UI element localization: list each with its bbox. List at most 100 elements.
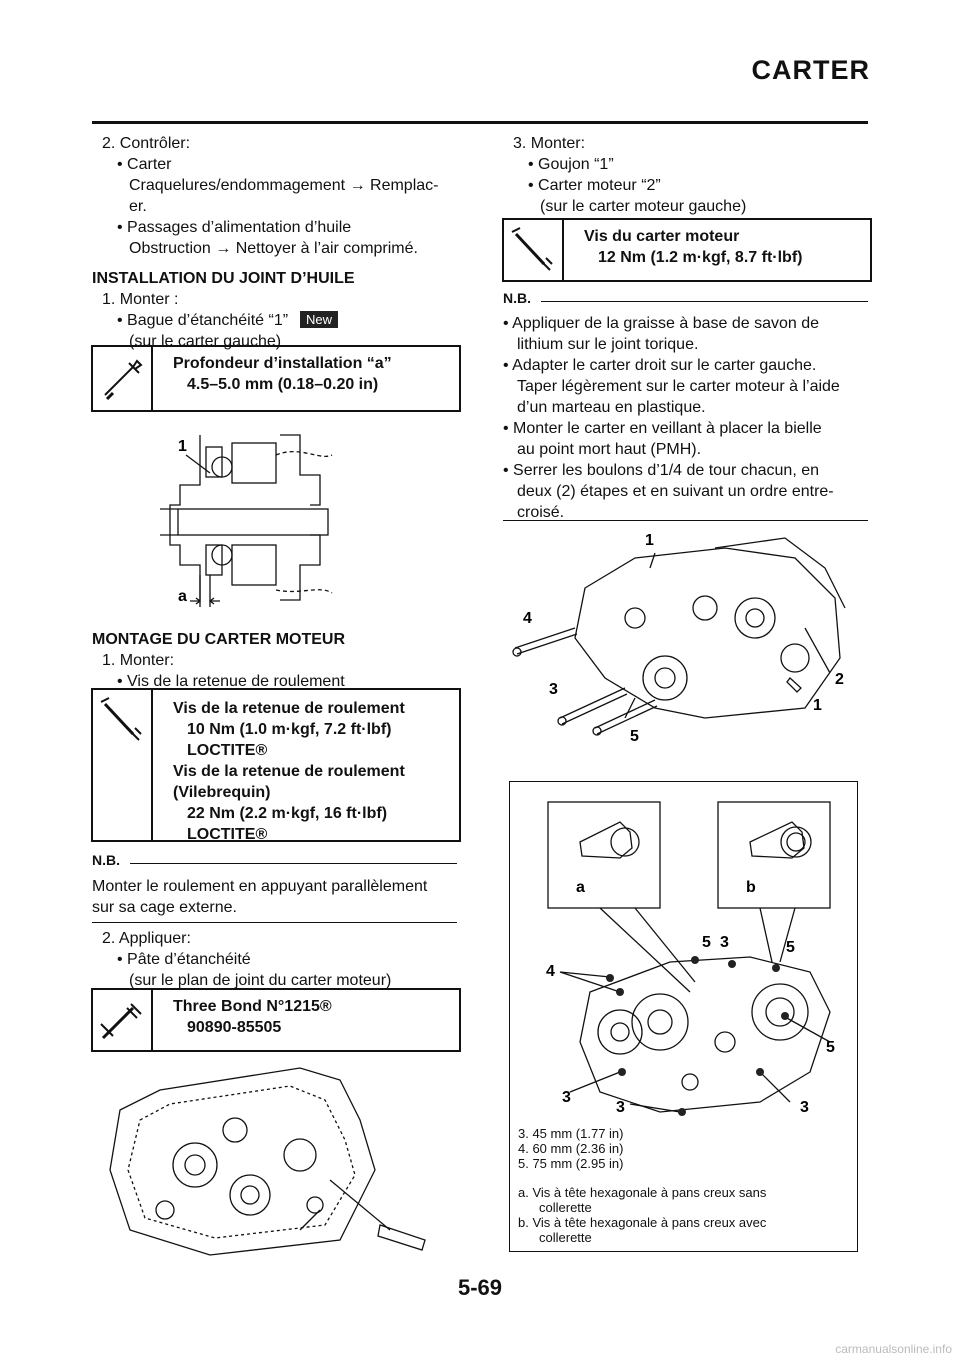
seal-step: 1. Monter :: [102, 291, 179, 308]
nb-text-left: Monter le roulement en appuyant parallèl…: [92, 876, 462, 918]
apply-section: 2. Appliquer: • Pâte d’étanchéité (sur l…: [92, 928, 462, 991]
fig1-label-1-top: 1: [645, 532, 654, 549]
seal-fig-label-a: a: [178, 588, 187, 605]
special-tool-icon: [93, 990, 153, 1050]
apply-bullet: • Pâte d’étanchéité: [117, 951, 251, 968]
nb-right-line-1: lithium sur le joint torique.: [517, 336, 699, 353]
seal-heading: INSTALLATION DU JOINT D’HUILE: [92, 270, 355, 287]
depth-spec-title: Profondeur d’installation “a”: [173, 355, 392, 372]
fig2-label-5-b: 5: [786, 939, 795, 956]
retainer-spec-line-2: LOCTITE®: [187, 742, 268, 759]
spec-box-depth: Profondeur d’installation “a” 4.5–5.0 mm…: [91, 345, 461, 412]
nb-right-line-5: • Monter le carter en veillant à placer …: [503, 420, 822, 437]
check-bullet-1-detail: Craquelures/endommagement → Remplac-: [129, 177, 439, 194]
check-bullet-2-detail: Obstruction → Nettoyer à l’air comprimé.: [129, 240, 418, 257]
seal-bullet-text: • Bague d’étanchéité “1”: [117, 312, 289, 329]
fig2-label-3-b: 3: [562, 1089, 571, 1106]
fig1-label-1-bottom: 1: [813, 697, 822, 714]
mount-section: 3. Monter: • Goujon “1” • Carter moteur …: [503, 133, 873, 217]
seal-bullet: • Bague d’étanchéité “1” New: [92, 310, 462, 331]
fig2-label-3-d: 3: [800, 1099, 809, 1116]
crankcase-screw-spec-value: 12 Nm (1.2 m·kgf, 8.7 ft·lbf): [598, 249, 803, 266]
retainer-spec-line-4: (Vilebrequin): [173, 784, 271, 801]
legend-4: 4. 60 mm (2.36 in): [518, 1141, 624, 1156]
oil-seal-figure: 1 a: [150, 425, 340, 613]
crankcase-screw-spec-title: Vis du carter moteur: [584, 228, 740, 245]
header-rule: [92, 121, 868, 124]
nb-right-line-9: croisé.: [517, 504, 565, 521]
nb-end-rule-left: [92, 922, 457, 923]
crankcase-step: 1. Monter:: [102, 652, 175, 669]
check-step: 2. Contrôler:: [102, 135, 191, 152]
legend-3: 3. 45 mm (1.77 in): [518, 1126, 624, 1141]
retainer-spec-line-3: Vis de la retenue de roulement: [173, 763, 405, 780]
mount-bullet-1: • Goujon “1”: [528, 156, 614, 173]
fig2-label-5-c: 5: [826, 1039, 835, 1056]
new-badge: New: [300, 311, 339, 328]
page-number: 5-69: [457, 1275, 503, 1300]
depth-spec-value: 4.5–5.0 mm (0.18–0.20 in): [187, 376, 379, 393]
torque-wrench-icon-2: [504, 220, 564, 280]
fig2-label-5-a: 5: [702, 934, 711, 951]
check-bullet-1-detail-2: er.: [129, 198, 147, 215]
watermark: carmanualsonline.info: [835, 1342, 952, 1356]
check-bullet-2: • Passages d’alimentation d’huile: [117, 219, 352, 236]
legend-a: a. Vis à tête hexagonale à pans creux sa…: [518, 1185, 767, 1200]
crankcase-sealant-figure: [100, 1060, 440, 1260]
fig2-label-3-a: 3: [720, 934, 729, 951]
screw-location-figure-box: a b 5 3 5 4 5 3 3 3 3. 45 mm (1.77 in) 4…: [509, 781, 858, 1252]
fig2-label-4: 4: [546, 963, 555, 980]
mount-step: 3. Monter:: [513, 135, 586, 152]
fig1-label-5: 5: [630, 728, 639, 745]
screw-location-figure: a b 5 3 5 4 5 3 3 3: [546, 801, 835, 1116]
fig2-label-a: a: [576, 879, 585, 896]
retainer-spec-line-0: Vis de la retenue de roulement: [173, 700, 405, 717]
sealant-spec-title: Three Bond N°1215®: [173, 998, 332, 1015]
legend-b: b. Vis à tête hexagonale à pans creux av…: [518, 1215, 767, 1230]
nb-right-line-0: • Appliquer de la graisse à base de savo…: [503, 315, 820, 332]
retainer-spec-line-6: LOCTITE®: [187, 826, 268, 843]
mount-bullet-2: • Carter moteur “2”: [528, 177, 661, 194]
page-title: CARTER: [751, 55, 870, 85]
nb-right-line-8: deux (2) étapes et en suivant un ordre e…: [517, 483, 834, 500]
nb-right-line-4: d’un marteau en plastique.: [517, 399, 706, 416]
nb-left-line-1: Monter le roulement en appuyant parallèl…: [92, 878, 428, 895]
nb-label-left: N.B.: [92, 852, 120, 868]
nb-rule-right: [541, 301, 868, 302]
fig1-label-4: 4: [523, 610, 532, 627]
spec-box-sealant: Three Bond N°1215® 90890-85505: [91, 988, 461, 1052]
torque-wrench-icon: [93, 690, 153, 840]
caliper-icon: [93, 347, 153, 410]
left-check-section: 2. Contrôler: • Carter Craquelures/endom…: [92, 133, 462, 259]
legend-b-cont: collerette: [539, 1230, 592, 1245]
fig1-label-2: 2: [835, 671, 844, 688]
crankcase-assembly-figure: 1 4 3 5 2 1: [505, 528, 870, 748]
fig1-label-3: 3: [549, 681, 558, 698]
legend-5: 5. 75 mm (2.95 in): [518, 1156, 624, 1171]
nb-right-line-6: au point mort haut (PMH).: [517, 441, 702, 458]
sealant-spec-value: 90890-85505: [187, 1019, 282, 1036]
nb-right-line-2: • Adapter le carter droit sur le carter …: [503, 357, 817, 374]
legend-a-cont: collerette: [539, 1200, 592, 1215]
nb-right-line-3: Taper légèrement sur le carter moteur à …: [517, 378, 840, 395]
nb-end-rule-right: [503, 520, 868, 521]
nb-left-line-2: sur sa cage externe.: [92, 899, 237, 916]
nb-text-right: • Appliquer de la graisse à base de savo…: [503, 313, 873, 523]
spec-box-crankcase-screw: Vis du carter moteur 12 Nm (1.2 m·kgf, 8…: [502, 218, 872, 282]
crankcase-section: MONTAGE DU CARTER MOTEUR 1. Monter: • Vi…: [92, 623, 462, 692]
retainer-spec-line-1: 10 Nm (1.0 m·kgf, 7.2 ft·lbf): [187, 721, 392, 738]
check-bullet-1: • Carter: [117, 156, 172, 173]
screw-type-legend: a. Vis à tête hexagonale à pans creux sa…: [518, 1185, 766, 1245]
apply-note: (sur le plan de joint du carter moteur): [129, 972, 392, 989]
retainer-spec-line-5: 22 Nm (2.2 m·kgf, 16 ft·lbf): [187, 805, 388, 822]
nb-rule-left: [130, 863, 457, 864]
fig2-label-b: b: [746, 879, 756, 896]
crankcase-bullet: • Vis de la retenue de roulement: [117, 673, 345, 690]
length-legend: 3. 45 mm (1.77 in) 4. 60 mm (2.36 in) 5.…: [518, 1126, 624, 1171]
apply-step: 2. Appliquer:: [102, 930, 191, 947]
nb-label-right: N.B.: [503, 290, 531, 306]
fig2-label-3-c: 3: [616, 1099, 625, 1116]
spec-box-bearing-retainer: Vis de la retenue de roulement 10 Nm (1.…: [91, 688, 461, 843]
mount-bullet-2-note: (sur le carter moteur gauche): [540, 198, 747, 215]
crankcase-heading: MONTAGE DU CARTER MOTEUR: [92, 631, 346, 648]
